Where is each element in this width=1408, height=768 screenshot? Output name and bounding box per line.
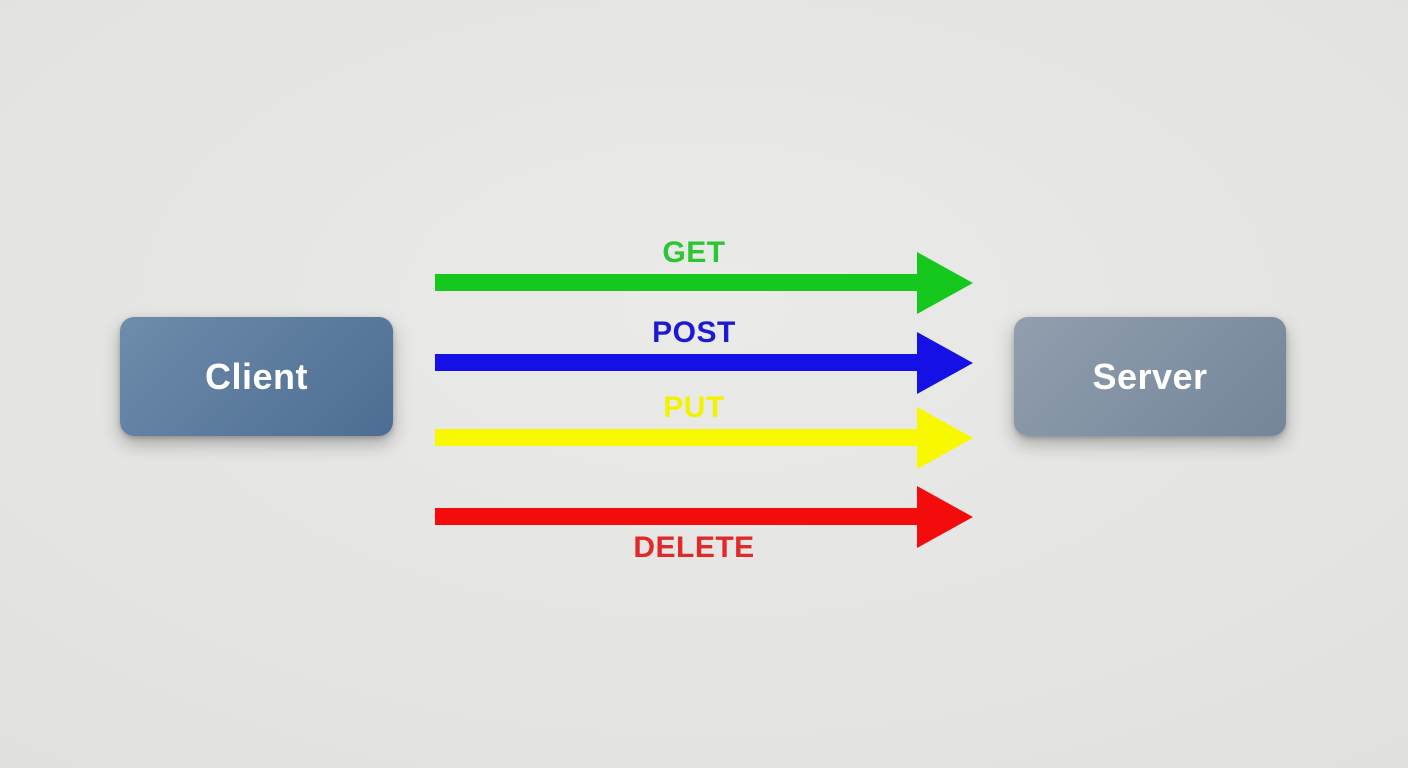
arrow-get: GET [435, 236, 973, 314]
arrow-put-head-icon [917, 407, 973, 469]
arrow-get-head-icon [917, 252, 973, 314]
arrow-get-shaft [435, 274, 921, 291]
server-node-label: Server [1092, 355, 1208, 397]
arrow-get-label: GET [662, 236, 726, 269]
arrow-delete-head-icon [917, 486, 973, 548]
arrow-delete-shaft [435, 508, 921, 525]
arrow-post-label: POST [652, 316, 736, 349]
arrow-put: PUT [435, 391, 973, 469]
arrow-put-label: PUT [663, 391, 725, 424]
arrow-post-shaft [435, 354, 921, 371]
arrow-delete: DELETE [435, 486, 973, 564]
arrow-post: POST [435, 316, 973, 394]
arrow-delete-label: DELETE [633, 531, 755, 564]
server-node: Server [1014, 317, 1286, 436]
arrow-post-head-icon [917, 332, 973, 394]
client-node: Client [120, 317, 393, 436]
client-node-label: Client [204, 355, 308, 397]
arrow-put-shaft [435, 429, 921, 446]
